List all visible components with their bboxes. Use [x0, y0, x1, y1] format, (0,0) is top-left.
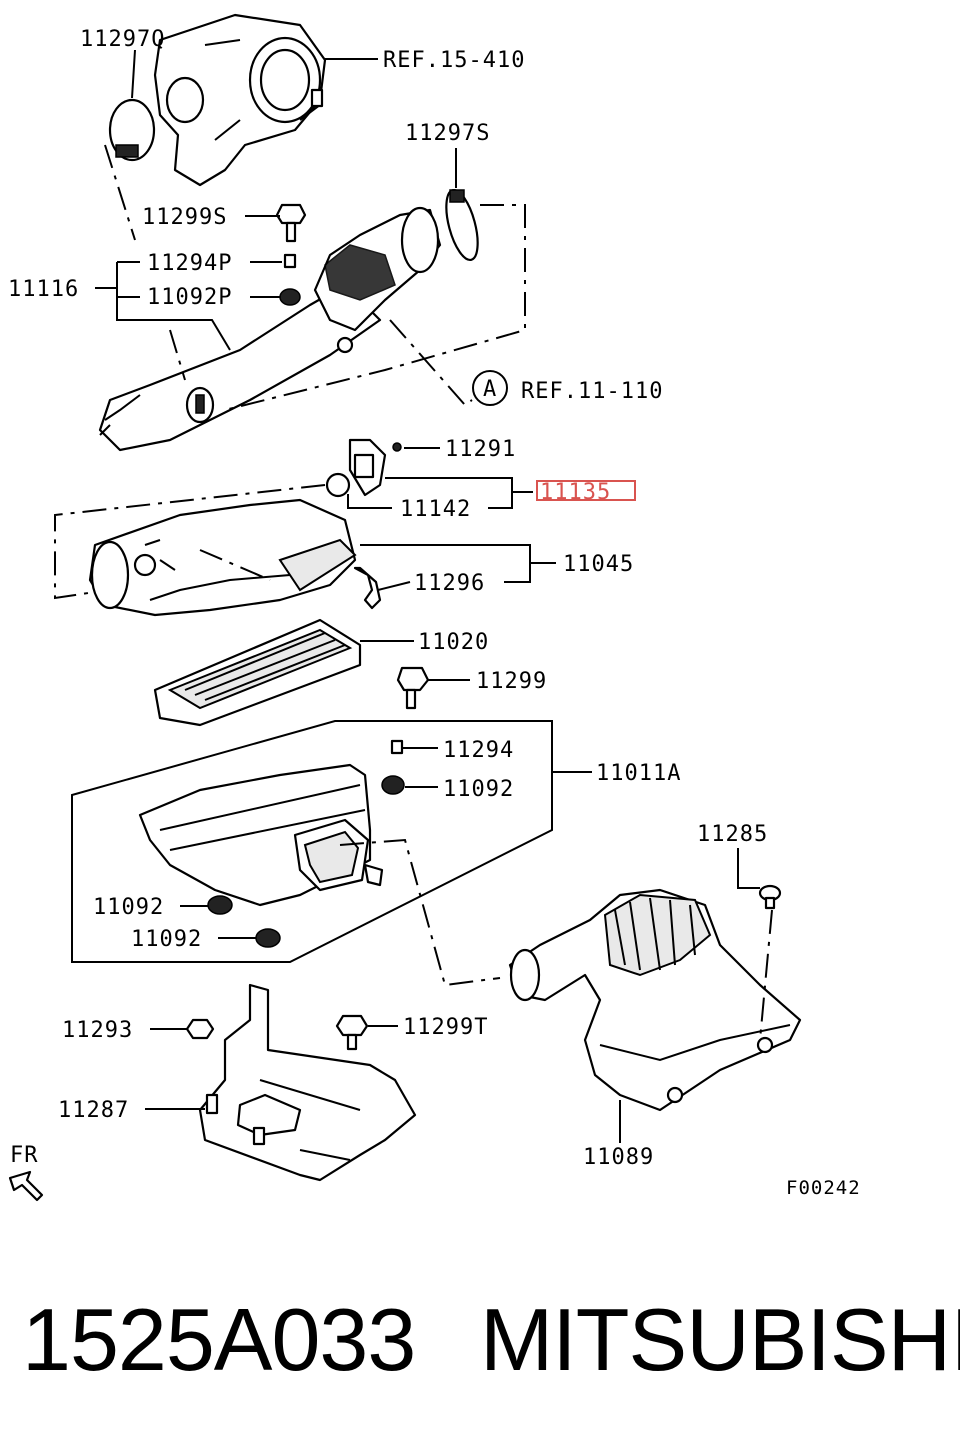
label-11092-left: 11092	[93, 895, 164, 920]
air-cleaner-case-11011a-drawing	[138, 763, 384, 907]
screw-11285-drawing	[758, 884, 782, 910]
air-intake-duct-11089-drawing	[508, 888, 802, 1112]
label-ref-11-110: REF.11-110	[521, 379, 663, 404]
label-11045: 11045	[563, 552, 634, 577]
bolt-11299t-drawing	[335, 1014, 369, 1051]
label-11294: 11294	[443, 738, 514, 763]
exploded-parts-diagram: 11297Q REF.15-410 11297S 11299S 11294P 1…	[8, 13, 861, 1202]
label-11297s: 11297S	[405, 121, 490, 146]
label-11092-lower: 11092	[131, 927, 202, 952]
airflow-sensor-11135-drawing	[325, 438, 402, 498]
view-marker-circle	[472, 370, 508, 406]
label-11287: 11287	[58, 1098, 129, 1123]
label-11092p: 11092P	[147, 285, 232, 310]
label-11297q: 11297Q	[80, 27, 165, 52]
dash-alignment-lines	[54, 144, 773, 1041]
label-11299s: 11299S	[142, 205, 227, 230]
label-11116: 11116	[8, 277, 79, 302]
part-footer: 1525A033 MITSUBISHI	[0, 1280, 960, 1400]
label-11296: 11296	[414, 571, 485, 596]
air-filter-element-11020-drawing	[153, 618, 362, 727]
bolt-11299-drawing	[396, 666, 430, 710]
label-11294p: 11294P	[147, 251, 232, 276]
callout-labels: 11297Q REF.15-410 11297S 11299S 11294P 1…	[8, 27, 861, 1199]
part-number: 1525A033	[22, 1290, 416, 1389]
label-view-a: A	[483, 377, 497, 402]
label-fr: FR	[10, 1143, 39, 1168]
front-direction-arrow-icon	[8, 1170, 44, 1202]
intake-duct-11116-drawing	[98, 206, 442, 452]
label-11299: 11299	[476, 669, 547, 694]
hose-clamp-11297q-drawing	[108, 98, 156, 162]
label-11092-upper: 11092	[443, 777, 514, 802]
part-highlight-box	[536, 480, 636, 501]
figure-code: F00242	[786, 1177, 861, 1199]
nut-11293-drawing	[185, 1018, 215, 1040]
bracket-11287-drawing	[198, 983, 417, 1182]
grommet-11092-left-drawing	[207, 895, 233, 915]
label-11089: 11089	[583, 1145, 654, 1170]
spacer-11294-drawing	[390, 739, 404, 755]
turbo-assembly-drawing	[153, 13, 327, 187]
brand-name: MITSUBISHI	[480, 1290, 960, 1389]
label-11135-highlighted: 11135	[540, 480, 611, 505]
label-ref-15-410: REF.15-410	[383, 48, 525, 73]
label-11011a: 11011A	[596, 761, 681, 786]
bolt-11299s-drawing	[275, 203, 307, 243]
label-11142: 11142	[400, 497, 471, 522]
label-11285: 11285	[697, 822, 768, 847]
air-cleaner-cover-11045-drawing	[88, 498, 382, 617]
spacer-11294p-drawing	[283, 253, 297, 269]
label-11299t: 11299T	[403, 1015, 488, 1040]
grommet-11092p-drawing	[279, 288, 301, 306]
label-11293: 11293	[62, 1018, 133, 1043]
grommet-11092-drawing	[381, 775, 405, 795]
grommet-11092-lower-drawing	[255, 928, 281, 948]
label-11291: 11291	[445, 437, 516, 462]
leader-lines	[71, 49, 760, 1143]
hose-clamp-11297s-drawing	[445, 188, 479, 262]
label-11020: 11020	[418, 630, 489, 655]
